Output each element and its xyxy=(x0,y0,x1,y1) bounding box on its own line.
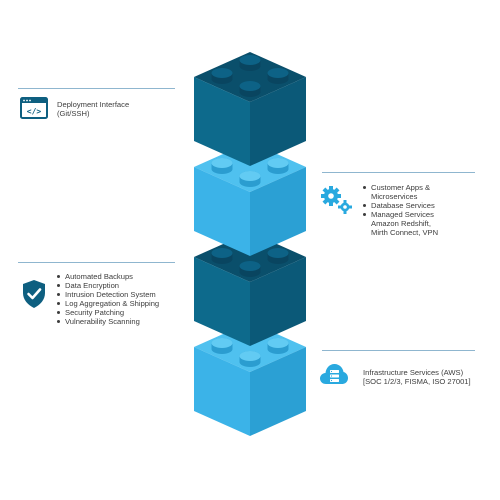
list-item: Vulnerability Scanning xyxy=(56,317,159,326)
block-1 xyxy=(194,52,306,166)
shield-check-icon xyxy=(23,280,45,308)
block-left-face xyxy=(194,257,250,346)
brick-stud xyxy=(267,248,289,264)
apps-list: Customer Apps &Microservices Database Se… xyxy=(362,183,438,237)
block-right-face xyxy=(250,347,306,436)
gears-icon xyxy=(321,186,352,214)
deployment-divider xyxy=(18,88,175,89)
block-left-face xyxy=(194,77,250,166)
list-item: Security Patching xyxy=(56,308,159,317)
brick-stud xyxy=(267,68,289,84)
list-item: Database Services xyxy=(362,201,438,210)
infrastructure-title: Infrastructure Services (AWS) xyxy=(363,368,464,377)
brick-stud xyxy=(211,338,233,354)
brick-stud xyxy=(267,158,289,174)
infrastructure-subtitle: [SOC 1/2/3, FISMA, ISO 27001] xyxy=(363,377,471,386)
list-item: Intrusion Detection System xyxy=(56,290,159,299)
security-list: Automated Backups Data Encryption Intrus… xyxy=(56,272,159,326)
svg-text:</>: </> xyxy=(27,107,42,116)
list-item: Data Encryption xyxy=(56,281,159,290)
block-right-face xyxy=(250,77,306,166)
block-right-face xyxy=(250,167,306,256)
block-right-face xyxy=(250,257,306,346)
list-item: Customer Apps &Microservices xyxy=(362,183,438,201)
list-item: Log Aggregation & Shipping xyxy=(56,299,159,308)
infrastructure-divider xyxy=(322,350,475,351)
block-left-face xyxy=(194,167,250,256)
security-divider xyxy=(18,262,175,263)
list-item: Automated Backups xyxy=(56,272,159,281)
apps-divider xyxy=(322,172,475,173)
block-left-face xyxy=(194,347,250,436)
brick-stud xyxy=(239,81,261,97)
cloud-server-icon xyxy=(320,364,348,384)
brick-stud xyxy=(211,158,233,174)
brick-stud xyxy=(267,338,289,354)
brick-stud xyxy=(211,248,233,264)
deployment-subtitle: (Git/SSH) xyxy=(57,109,90,118)
block-2 xyxy=(194,142,306,256)
code-window-icon: </> xyxy=(20,97,48,119)
brick-stud xyxy=(239,261,261,277)
brick-stud xyxy=(239,351,261,367)
brick-stud xyxy=(211,68,233,84)
brick-stud xyxy=(239,55,261,71)
brick-stud xyxy=(239,171,261,187)
deployment-title: Deployment Interface xyxy=(57,100,130,109)
